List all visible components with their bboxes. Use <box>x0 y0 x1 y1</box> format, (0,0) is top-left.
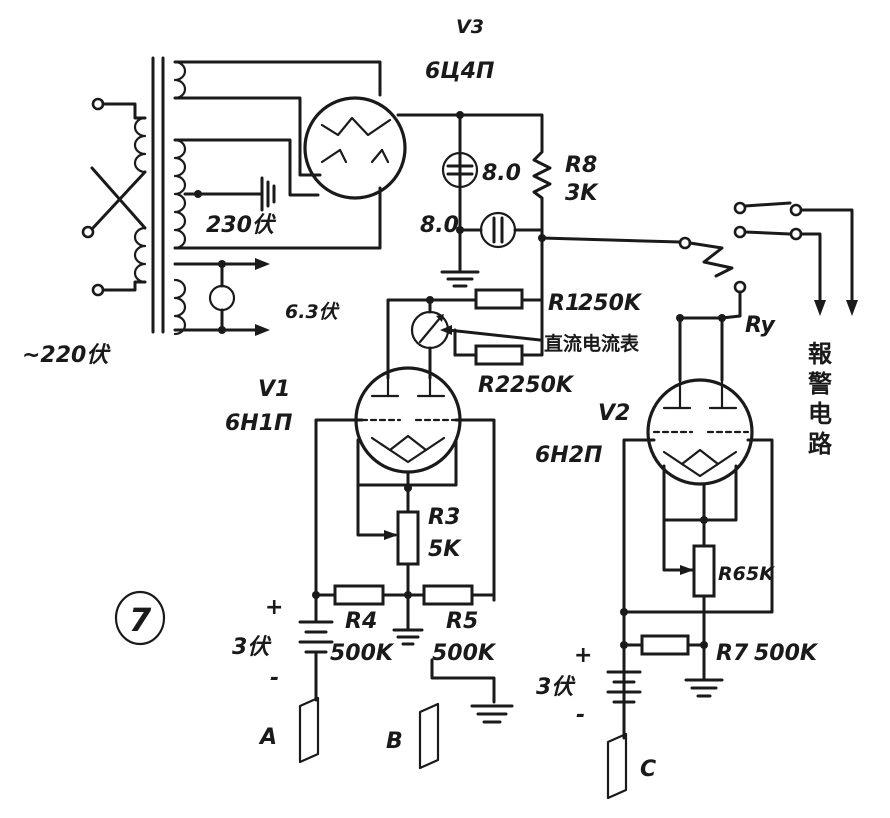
r3-name-label: R3 <box>428 505 460 530</box>
resistor-r1 <box>474 288 524 310</box>
pilot-lamp-icon <box>208 284 236 312</box>
svg-text:路: 路 <box>808 430 833 458</box>
resistor-r6 <box>692 544 716 598</box>
v2-name-label: V2 <box>598 401 630 426</box>
filter-capacitor-1 <box>441 151 479 189</box>
r8-name-label: R8 <box>565 153 597 178</box>
plate-a <box>298 696 320 764</box>
v3-type-label: 6Ц4П <box>425 59 494 84</box>
b1-voltage-label: 3伏 <box>232 635 272 660</box>
r2-value-label: 250K <box>510 373 575 398</box>
relay-ry: Ry 報 警 电 路 <box>678 201 858 458</box>
resistor-r5 <box>422 584 474 606</box>
heater-voltage-label: 6.3伏 <box>285 301 341 323</box>
alarm-circuit-label: 報 警 电 路 <box>807 340 833 458</box>
svg-text:电: 电 <box>808 400 832 428</box>
v2-type-label: 6Н2П <box>535 443 602 468</box>
power-transformer: ~220伏 230伏 6.3伏 <box>22 56 382 368</box>
hv-secondary-label: 230伏 <box>206 213 277 238</box>
svg-text:報: 報 <box>808 340 833 368</box>
r5-name-label: R5 <box>446 609 478 634</box>
meter-label: 直流电流表 <box>544 332 640 355</box>
plate-a-label: A <box>258 725 277 750</box>
b2-minus-label: - <box>576 703 585 728</box>
r3-value-label: 5K <box>428 537 462 562</box>
amplifier-tube-v2: V2 6Н2П R6 5K R7 500K + 3伏 - <box>535 314 819 800</box>
figure-number: 7 <box>114 590 166 646</box>
r8-value-label: 3K <box>565 181 599 206</box>
plate-b-label: B <box>386 729 403 754</box>
filter-network: 8.0 8.0 R8 3K <box>420 111 682 307</box>
plate-b <box>418 702 440 770</box>
resistor-r2 <box>474 344 524 366</box>
r5-value-label: 500K <box>432 641 497 666</box>
v1-name-label: V1 <box>258 377 290 402</box>
b2-voltage-label: 3伏 <box>536 675 576 700</box>
resistor-r3 <box>396 510 420 566</box>
r4-value-label: 500K <box>330 641 395 666</box>
resistor-r4 <box>333 584 385 606</box>
r1-name-label: R1 <box>548 291 580 316</box>
cap1-value-label: 8.0 <box>482 161 521 186</box>
b1-plus-label: + <box>265 595 283 620</box>
plate-c <box>606 732 628 800</box>
r6-value-label: 5K <box>746 563 775 585</box>
cap2-value-label: 8.0 <box>420 213 459 238</box>
resistor-r7 <box>640 634 690 656</box>
filter-capacitor-2 <box>479 211 517 249</box>
r7-name-label: R7 <box>716 641 749 666</box>
svg-text:警: 警 <box>807 370 832 398</box>
v3-name-label: V3 <box>456 16 484 38</box>
relay-label: Ry <box>745 313 777 338</box>
r7-value-label: 500K <box>754 641 819 666</box>
r4-name-label: R4 <box>345 609 377 634</box>
mains-voltage-label: ~220伏 <box>22 343 111 368</box>
figure-number-text: 7 <box>129 601 152 639</box>
r6-name-label: R6 <box>718 563 746 585</box>
plate-c-label: C <box>640 757 656 782</box>
b1-minus-label: - <box>270 666 279 691</box>
rectifier-tube-v3: V3 6Ц4П <box>303 16 494 200</box>
v1-type-label: 6Н1П <box>225 411 292 436</box>
meter-bridge: R1 250K R2 250K 直流电流表 <box>386 288 643 398</box>
r2-name-label: R2 <box>478 373 510 398</box>
b2-plus-label: + <box>574 643 592 668</box>
r1-value-label: 250K <box>578 291 643 316</box>
amplifier-tube-v1: V1 6Н1П R3 5K R4 500K R5 500K <box>225 366 514 770</box>
